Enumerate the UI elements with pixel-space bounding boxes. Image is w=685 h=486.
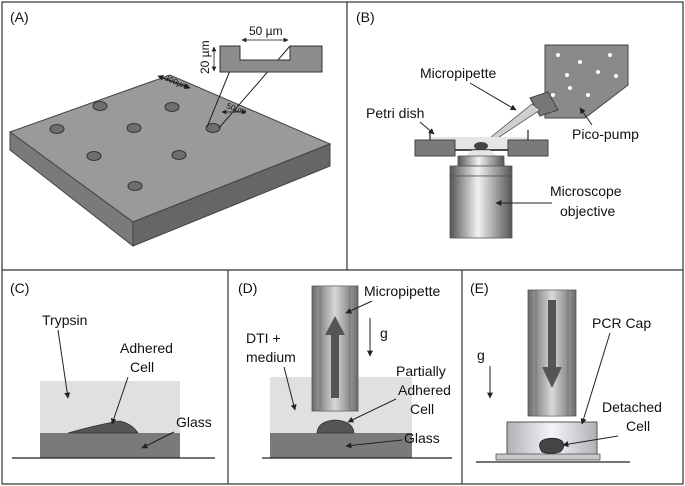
petri-dish-label: Petri dish	[366, 105, 424, 121]
slab-right-side	[132, 143, 331, 247]
partial-cell-label-line3: Cell	[410, 401, 434, 417]
medium-label-line1: DTI +	[246, 330, 281, 346]
partial-cell-label-line1: Partially	[396, 363, 446, 379]
panel-b-tag: (B)	[356, 9, 375, 25]
glass-slide-d	[270, 433, 412, 458]
well-cross-section	[219, 45, 323, 73]
glass-arrow-c	[141, 431, 175, 449]
medium-arrow	[283, 366, 297, 411]
objective-label-line2: objective	[560, 203, 615, 219]
well	[205, 123, 221, 133]
pump-dots	[551, 53, 618, 97]
adhered-cell-arrow	[110, 376, 129, 425]
height-label: 20 µm	[198, 40, 212, 74]
detached-cell-label-line2: Cell	[626, 418, 650, 434]
adhered-cell-label-line1: Adhered	[120, 340, 173, 356]
pcr-cap-label: PCR Cap	[592, 315, 651, 331]
objective-label-line1: Microscope	[550, 183, 622, 199]
pico-pump-label: Pico-pump	[572, 126, 639, 142]
panel-d-tag: (D)	[238, 280, 257, 296]
glass-label-d: Glass	[404, 430, 440, 446]
pcr-cap-rim	[495, 453, 601, 461]
pcr-cap-arrow	[580, 332, 611, 425]
flow-arrow-head-e	[542, 367, 562, 388]
well	[164, 102, 180, 112]
glass-slide	[40, 433, 180, 458]
well	[126, 123, 142, 133]
adhered-cell	[67, 420, 139, 434]
glass-label-c: Glass	[176, 414, 212, 430]
petri-dish-arrow	[419, 121, 435, 135]
spacing-dimension-line	[157, 75, 191, 89]
trypsin-arrow	[57, 329, 71, 399]
well	[127, 181, 143, 191]
width-label: 50 µm	[249, 24, 283, 38]
stage-right	[507, 139, 549, 157]
flow-arrow-shaft-d	[331, 334, 339, 398]
objective-tip	[457, 155, 505, 167]
slab-top-surface	[8, 74, 332, 223]
gravity-label-d: g	[380, 325, 388, 341]
panel-d: (D) g Micropipette DTI + medium Partiall…	[238, 280, 452, 459]
partial-cell-arrow	[347, 398, 397, 423]
micropipette-arrow	[469, 82, 517, 111]
panel-a-tag: (A)	[10, 9, 29, 25]
detached-cell-arrow	[562, 435, 619, 448]
partially-adhered-cell	[316, 419, 355, 434]
well	[86, 151, 102, 161]
micropipette-label: Micropipette	[420, 65, 496, 81]
adhered-cell-label-line2: Cell	[130, 359, 154, 375]
well	[49, 124, 65, 134]
well	[171, 150, 187, 160]
well	[92, 101, 108, 111]
micropipette-arrow-d	[345, 300, 373, 314]
panel-c-tag: (C)	[10, 280, 29, 296]
detached-cell	[539, 437, 564, 454]
micropipette-label-d: Micropipette	[364, 283, 440, 299]
microscope-objective	[449, 175, 513, 239]
panel-e: (E) g PCR Cap Detached Cell	[470, 280, 662, 463]
panel-c: (C) Trypsin Adhered Cell Glass	[10, 280, 215, 459]
glass-arrow-d	[345, 439, 403, 449]
panel-b: (B) Micropipette Petri dish Pico-pump	[356, 9, 639, 239]
medium-label-line2: medium	[246, 349, 296, 365]
cell-in-dish	[474, 142, 488, 150]
panel-e-tag: (E)	[470, 280, 489, 296]
flow-arrow-head-d	[325, 316, 345, 335]
partial-cell-label-line2: Adhered	[398, 382, 451, 398]
detached-cell-label-line1: Detached	[602, 399, 662, 415]
panel-a: (A) 300µm 50µm 50 µm 20 µm	[8, 9, 332, 248]
pico-pump-arrow	[579, 107, 593, 126]
trypsin-label: Trypsin	[42, 312, 87, 328]
well-array	[49, 101, 221, 191]
stage-left	[414, 139, 456, 157]
objective-collar	[449, 165, 513, 177]
flow-arrow-shaft-e	[548, 300, 556, 368]
gravity-label-e: g	[477, 347, 485, 363]
